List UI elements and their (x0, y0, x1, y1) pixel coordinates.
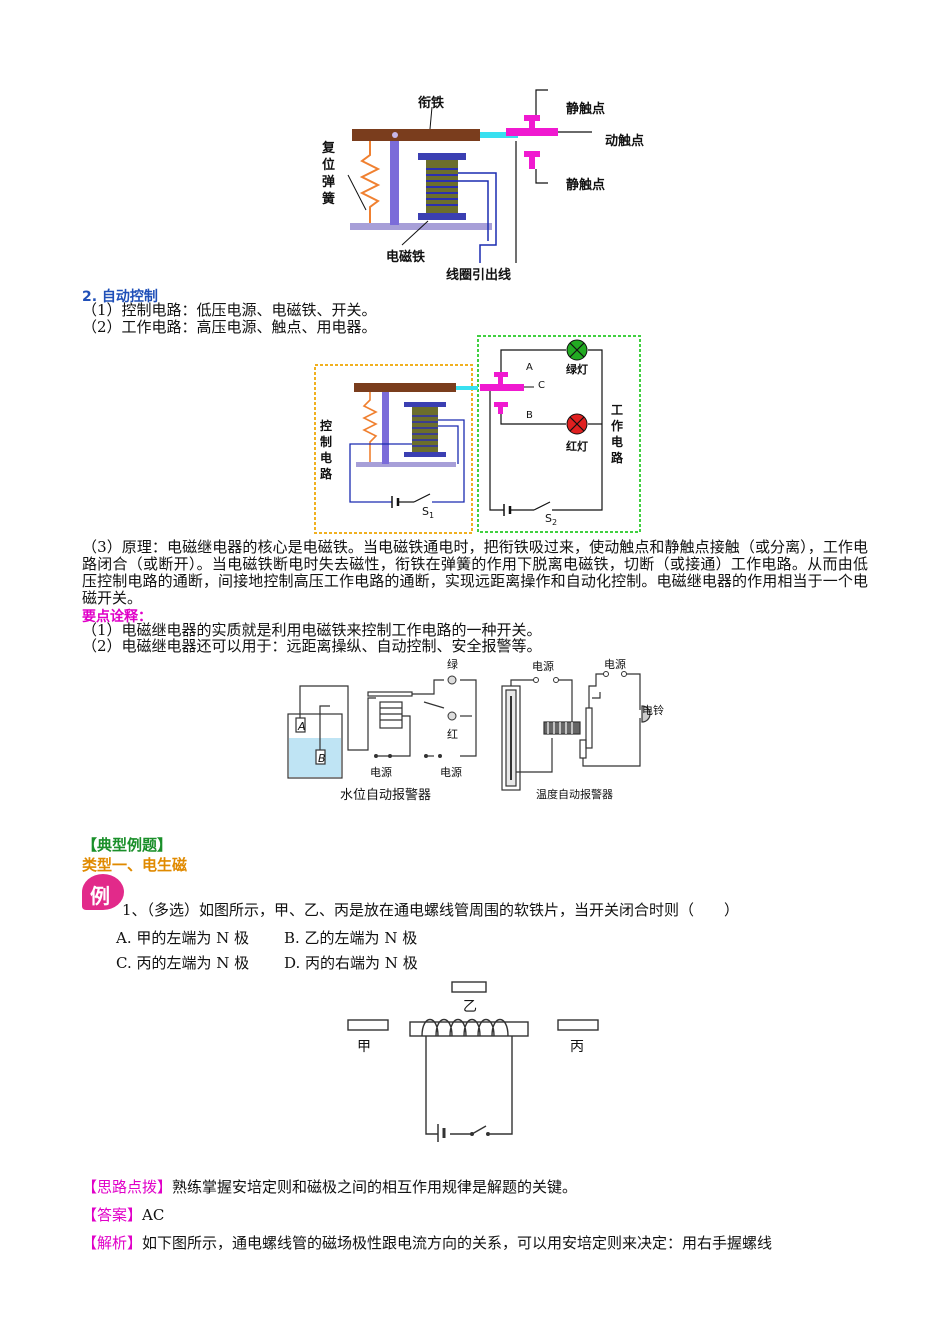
principle-paragraph: （3）原理：电磁继电器的核心是电磁铁。当电磁铁通电时，把衔铁吸过来，使动触点和静… (82, 538, 868, 607)
solenoid-diagram (347, 981, 599, 1142)
example-badge-text: 例 (90, 884, 110, 908)
key-points-title: 要点诠释： (82, 609, 152, 625)
moving-contact-label: 动触点 (605, 134, 645, 149)
section-title-auto-control: 2. 自动控制 (82, 289, 158, 305)
temp-alarm-caption: 温度自动报警器 (536, 788, 613, 801)
temperature-alarm-diagram (501, 671, 651, 791)
option-a: A. 甲的左端为 N 极 (116, 929, 250, 947)
control-circuit-line: （1）控制电路：低压电源、电磁铁、开关。 (82, 301, 377, 319)
answer-label: 【答案】 (82, 1206, 143, 1224)
water-level-alarm-diagram (287, 675, 477, 779)
analysis-text: 如下图所示，通电螺线管的磁场极性跟电流方向的关系，可以用安培定则来决定：用右手握… (142, 1234, 773, 1252)
s1-label: S1 (422, 505, 435, 521)
contact-b-label: B (526, 410, 533, 421)
answer-line: 【答案】AC (82, 1205, 164, 1225)
hint-line: 【思路点拨】熟练掌握安培定则和磁极之间的相互作用规律是解题的关键。 (82, 1177, 577, 1197)
hint-label: 【思路点拨】 (82, 1178, 173, 1196)
option-d: D. 丙的右端为 N 极 (284, 954, 418, 972)
iron-bing-label: 丙 (570, 1039, 584, 1055)
option-b: B. 乙的左端为 N 极 (284, 929, 418, 947)
control-work-circuit-diagram (314, 335, 641, 534)
answer-text: AC (142, 1206, 165, 1224)
water-electrode-a: A (298, 720, 306, 733)
static-contact-bottom-label: 静触点 (566, 178, 606, 193)
work-circuit-line: （2）工作电路：高压电源、触点、用电器。 (82, 318, 377, 336)
work-circuit-label: 工 作 电 路 (611, 403, 624, 465)
control-circuit-label: 控 制 电 路 (320, 419, 333, 481)
iron-yi-label: 乙 (463, 999, 477, 1015)
armature-label: 衔铁 (418, 96, 445, 111)
bell-label: 电铃 (642, 704, 664, 717)
iron-jia-label: 甲 (357, 1039, 371, 1055)
green-lamp-label: 绿 (447, 658, 458, 671)
option-c: C. 丙的左端为 N 极 (116, 954, 250, 972)
water-power-2-label: 电源 (440, 766, 462, 779)
electromagnet-label: 电磁铁 (386, 250, 426, 265)
key-point-2: （2）电磁继电器还可以用于：远距离操纵、自动控制、安全报警等。 (82, 637, 542, 655)
coil-leads-label: 线圈引出线 (446, 268, 512, 283)
analysis-line: 【解析】如下图所示，通电螺线管的磁场极性跟电流方向的关系，可以用安培定则来决定：… (82, 1233, 772, 1253)
typical-examples-title: 【典型例题】 (82, 836, 173, 854)
analysis-label: 【解析】 (82, 1234, 143, 1252)
spring-label: 复 位 弹 簧 (322, 141, 336, 207)
red-lamp-label: 红 (447, 728, 458, 741)
green-light-label: 绿灯 (566, 363, 588, 376)
s2-label: S2 (545, 512, 558, 528)
contact-a-label: A (526, 362, 533, 373)
example-badge (82, 874, 124, 910)
water-alarm-caption: 水位自动报警器 (340, 788, 432, 803)
type-one-title: 类型一、电生磁 (82, 856, 188, 874)
static-contact-top-label: 静触点 (566, 102, 606, 117)
temp-power-2-label: 电源 (604, 658, 626, 671)
water-power-1-label: 电源 (370, 766, 392, 779)
question-1: 1、（多选）如图所示，甲、乙、丙是放在通电螺线管周围的软铁片，当开关闭合时则（ … (122, 901, 740, 919)
relay-structure-diagram (347, 89, 592, 263)
contact-c-label: C (538, 380, 545, 391)
water-electrode-b: B (318, 752, 326, 765)
red-light-label: 红灯 (566, 440, 588, 453)
key-point-1: （1）电磁继电器的实质就是利用电磁铁来控制工作电路的一种开关。 (82, 621, 542, 639)
hint-text: 熟练掌握安培定则和磁极之间的相互作用规律是解题的关键。 (172, 1178, 578, 1196)
temp-power-1-label: 电源 (532, 660, 554, 673)
